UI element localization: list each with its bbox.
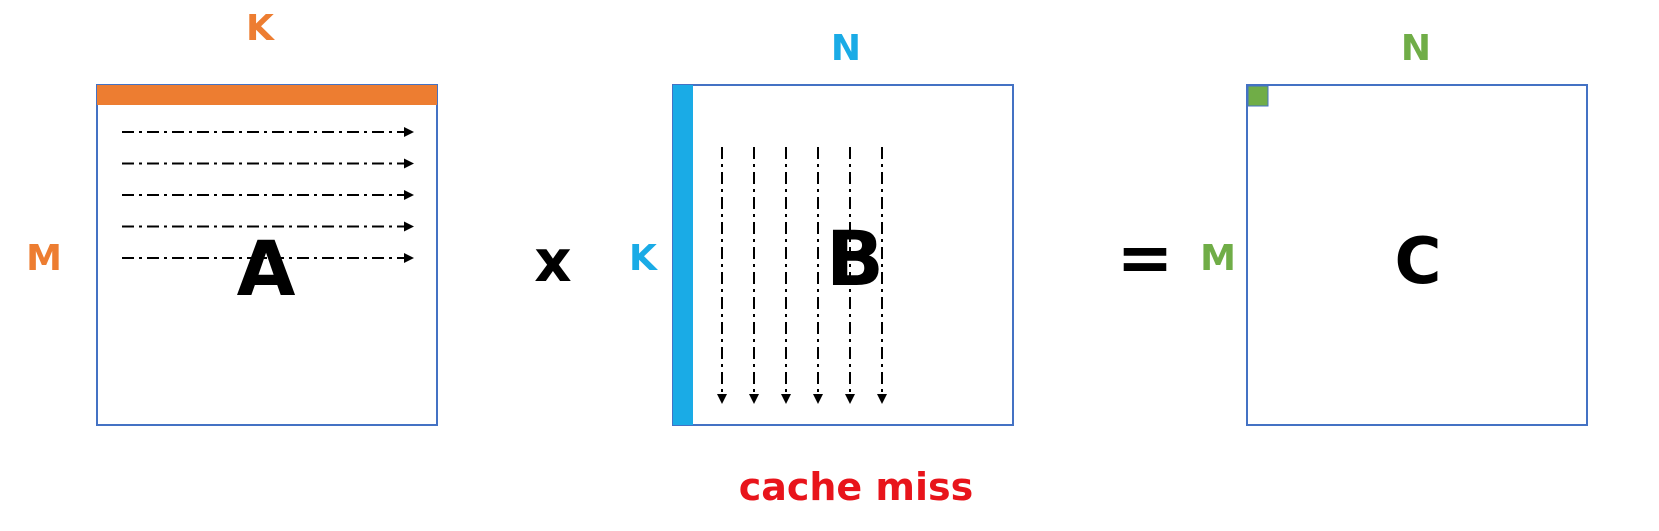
matrix-b: N K B (629, 28, 1014, 426)
matrix-c-top-dim-label: N (1401, 28, 1431, 69)
matrix-a-box (96, 84, 438, 426)
matrix-a: K M A (26, 8, 438, 426)
matrix-a-name: A (237, 224, 296, 313)
equals-operator: = (1117, 219, 1174, 298)
matrix-a-top-dim-label: K (246, 8, 275, 49)
cache-miss-caption: cache miss (739, 465, 974, 509)
matrix-a-row-highlight (97, 85, 437, 105)
matrix-c-side-dim-label: M (1200, 238, 1236, 279)
matrix-b-name: B (826, 214, 884, 303)
times-operator: x (534, 227, 571, 295)
matrix-b-column-arrows (717, 147, 887, 404)
matrix-b-side-dim-label: K (629, 238, 658, 279)
matrix-b-box (672, 84, 1014, 426)
matrix-c-element-highlight (1247, 85, 1269, 107)
matrix-a-side-dim-label: M (26, 238, 62, 279)
matrix-c: N M C (1200, 28, 1588, 426)
matrix-c-box (1246, 84, 1588, 426)
matrix-b-top-dim-label: N (831, 28, 861, 69)
matrix-c-name: C (1395, 225, 1442, 299)
matrix-b-column-highlight (673, 85, 693, 425)
matrix-a-row-arrows (122, 127, 414, 263)
